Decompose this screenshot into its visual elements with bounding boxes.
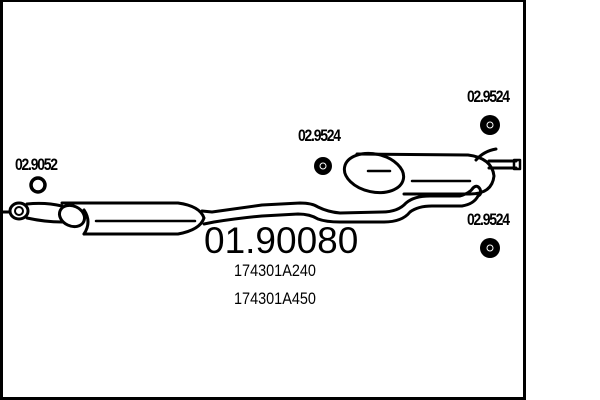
gasket-ring-icon [29, 176, 47, 194]
front-muffler-icon [60, 201, 206, 236]
diagram-frame [0, 0, 526, 400]
front-flange-icon [1, 201, 30, 221]
rear-muffler-icon [342, 147, 522, 196]
callout-gasket-label: 02.9052 [15, 155, 58, 174]
middle-pipe-icon [200, 184, 483, 226]
callout-mount-middle-label: 02.9524 [298, 126, 341, 145]
callout-mount-top-right-label: 02.9524 [467, 87, 510, 106]
rubber-mount-icon [480, 238, 500, 258]
rubber-mount-icon [314, 157, 332, 175]
callout-mount-bottom-right-label: 02.9524 [467, 210, 510, 229]
oem-reference-1: 174301A240 [234, 261, 316, 280]
main-part-number: 01.90080 [204, 220, 359, 261]
rubber-mount-icon [480, 115, 500, 135]
oem-reference-2: 174301A450 [234, 289, 316, 308]
